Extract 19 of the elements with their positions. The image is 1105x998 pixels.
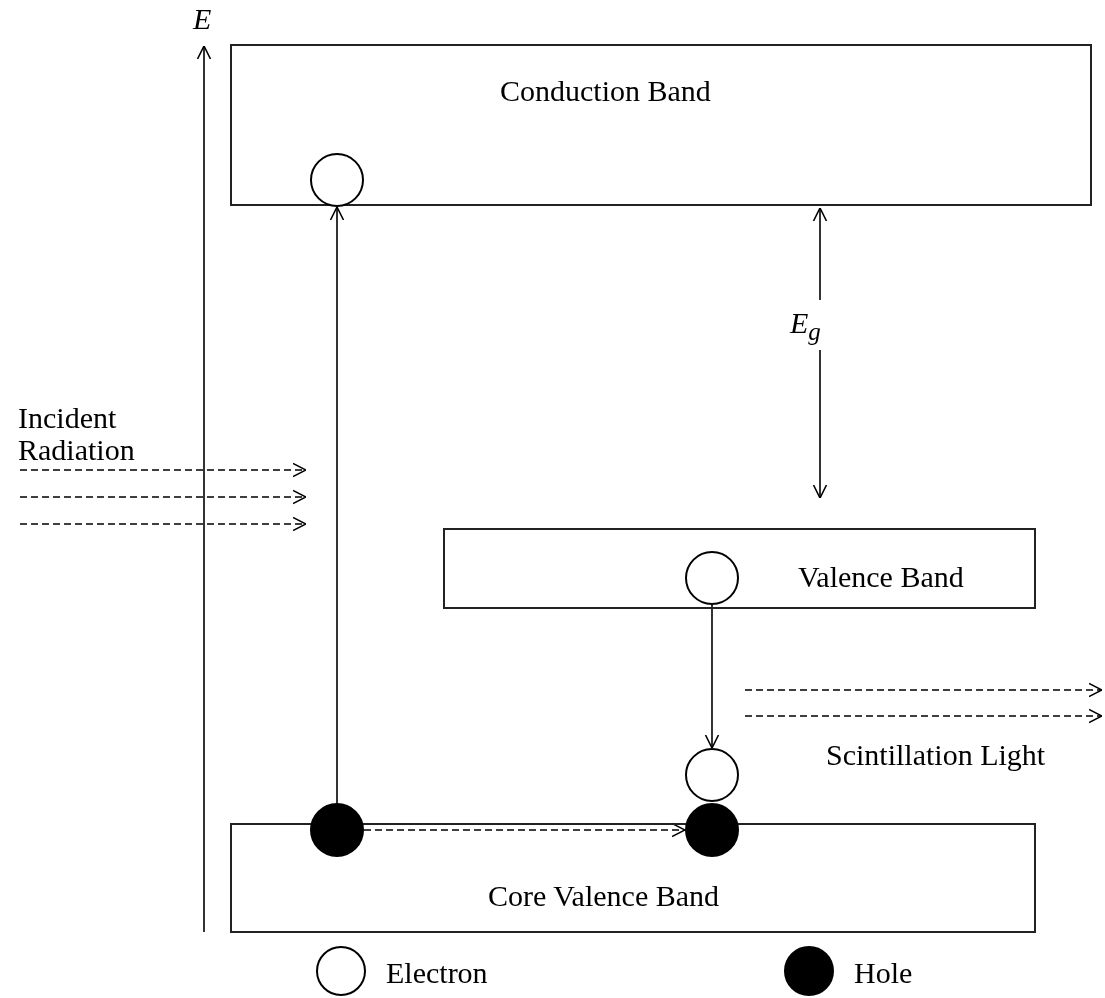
band-box — [230, 44, 1092, 206]
filled-circle — [310, 803, 364, 857]
open-circle — [685, 748, 739, 802]
band-label: Conduction Band — [500, 76, 711, 106]
arrow — [704, 604, 720, 749]
axis-label: E — [193, 4, 212, 34]
legend-label: Hole — [854, 958, 913, 988]
arrow — [329, 206, 345, 804]
light-label: Scintillation Light — [826, 740, 1046, 770]
filled-circle — [685, 803, 739, 857]
open-circle — [310, 153, 364, 207]
open-circle — [685, 551, 739, 605]
band-label: Valence Band — [798, 562, 964, 592]
dimension-label: E$_{g}$ — [790, 308, 821, 344]
arrow — [363, 822, 686, 838]
radiation-label: Incident Radiation — [18, 402, 136, 465]
band-label: Core Valence Band — [488, 881, 720, 911]
legend-label: Electron — [386, 958, 488, 988]
band-box — [443, 528, 1036, 609]
